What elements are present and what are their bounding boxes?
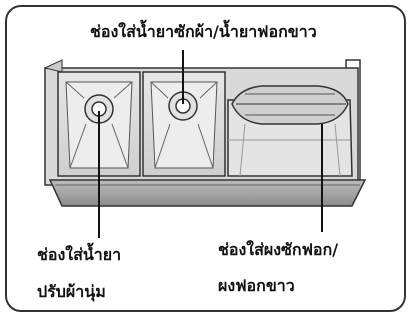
label-powder-line1: ช่องใส่ผงซักฟอก/ — [218, 240, 339, 259]
label-powder-line2: ผงฟอกขาว — [218, 276, 295, 295]
leader-lines — [98, 50, 323, 238]
fabric-softener-compartment — [57, 71, 141, 177]
label-fabric-softener-line1: ช่องใส่น้ำยา — [37, 245, 122, 264]
label-fabric-softener-line2: ปรับผ้านุ่ม — [37, 282, 106, 301]
label-bleach-softener-compartment: ช่องใส่น้ำยาซักผ้า/น้ำยาฟอกขาว — [90, 22, 317, 41]
drawer-front-panel — [48, 179, 367, 207]
powder-compartment — [227, 85, 353, 177]
bleach-compartment — [142, 71, 226, 177]
